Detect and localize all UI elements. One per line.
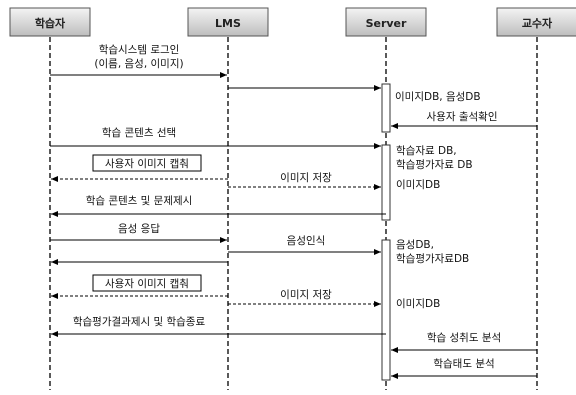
actor-professor: 교수자	[496, 7, 576, 37]
msg-image-save-2: 이미지 저장	[280, 289, 332, 301]
msg-voice-response: 음성 응답	[118, 223, 160, 235]
actor-learner: 학습자	[9, 7, 91, 37]
actor-server-label: Server	[366, 17, 407, 30]
actor-learner-label: 학습자	[35, 16, 66, 30]
actor-lms-label: LMS	[215, 17, 241, 30]
msg-image-capture-1: 사용자 이미지 캡춰	[105, 158, 189, 170]
note-image-db-2: 이미지DB	[396, 298, 440, 310]
note-image-db-1: 이미지DB	[396, 179, 440, 191]
capture-box-1	[92, 154, 202, 172]
server-activation-3	[381, 239, 391, 381]
msg-image-capture-2: 사용자 이미지 캡춰	[105, 278, 189, 290]
msg-attitude-analysis: 학습태도 분석	[433, 358, 494, 370]
msg-content-problem: 학습 콘텐츠 및 문제제시	[86, 195, 193, 207]
note-learning-db-2: 학습평가자료 DB	[396, 159, 473, 171]
actor-lms: LMS	[187, 7, 269, 37]
msg-content-select: 학습 콘텐츠 선택	[102, 127, 176, 139]
msg-attendance: 사용자 출석확인	[427, 110, 498, 123]
msg-voice-recognition: 음성인식	[287, 235, 326, 247]
msg-login-line1: 학습시스템 로그인	[99, 44, 180, 56]
note-learning-db-1: 학습자료 DB,	[396, 145, 457, 157]
actor-professor-label: 교수자	[522, 16, 553, 30]
note-voice-db-2: 학습평가자료DB	[396, 253, 469, 265]
msg-image-save-1: 이미지 저장	[280, 172, 332, 184]
msg-achievement-analysis: 학습 성취도 분석	[427, 332, 501, 344]
msg-login-line2: (이름, 음성, 이미지)	[94, 58, 183, 70]
server-activation-1	[381, 83, 391, 133]
capture-box-2	[92, 274, 202, 292]
note-image-voice-db: 이미지DB, 음성DB	[395, 91, 481, 103]
note-voice-db-1: 음성DB,	[396, 239, 434, 251]
server-activation-2	[381, 144, 391, 221]
actor-server: Server	[345, 7, 427, 37]
msg-result-end: 학습평가결과제시 및 학습종료	[73, 316, 206, 328]
